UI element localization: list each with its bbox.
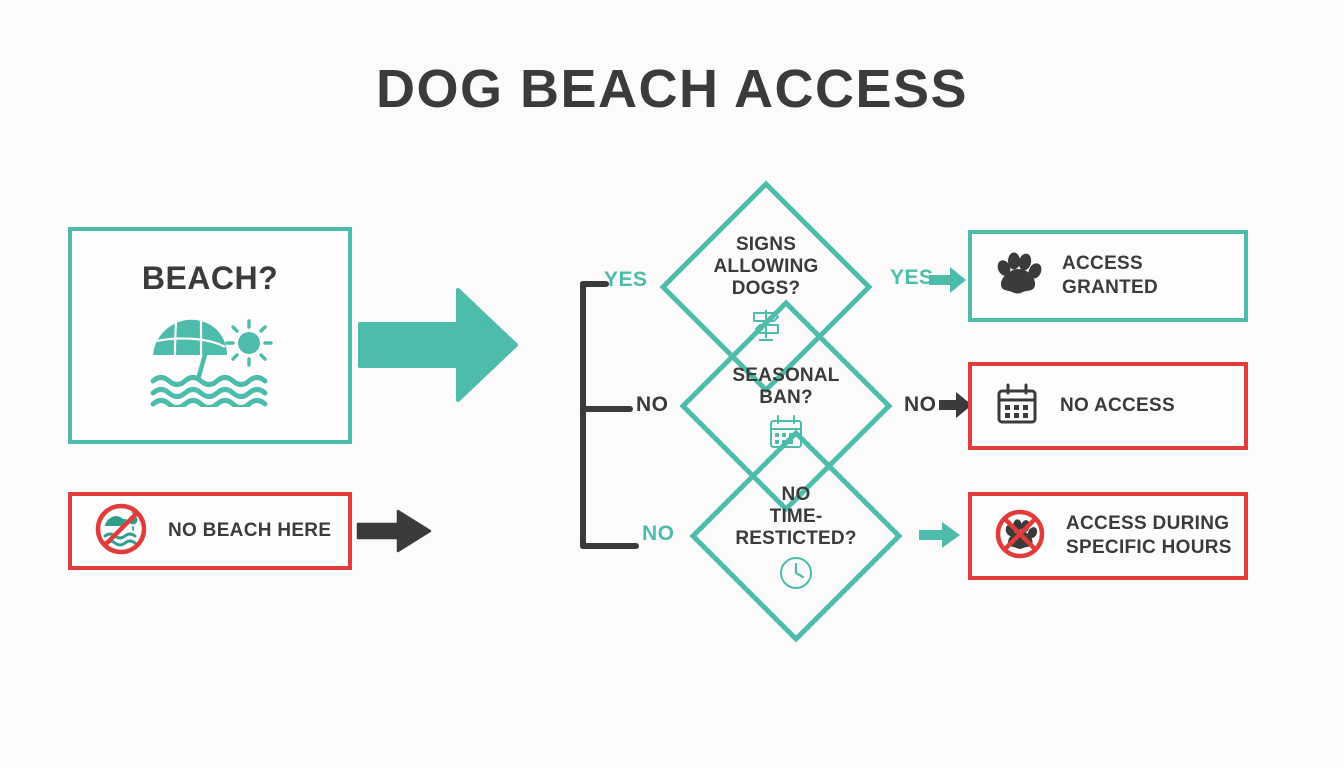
- branch-label-right-no: NO: [904, 393, 937, 416]
- no-paw-prohibited-icon: [994, 508, 1046, 565]
- branch-label-left-no-2: NO: [642, 522, 675, 545]
- decision-label: NO TIME- RESTICTED?: [735, 483, 857, 550]
- beach-umbrella-sun-waves-icon: [145, 311, 275, 412]
- page-title: DOG BEACH ACCESS: [375, 59, 969, 119]
- decision-label: SEASONAL BAN?: [732, 364, 840, 408]
- no-beach-flow-arrow-icon: [356, 508, 432, 554]
- arrow-to-no-access-icon: [938, 390, 974, 420]
- outcome-label: ACCESS DURING SPECIFIC HOURS: [1066, 513, 1232, 558]
- diamond-outline: [688, 428, 904, 644]
- diamond-outline: [658, 179, 874, 395]
- branch-label-left-yes: YES: [604, 268, 648, 291]
- diamond-outline: [678, 298, 894, 514]
- no-beach-prohibited-icon: [94, 502, 148, 561]
- arrow-to-specific-hours-icon: [918, 520, 962, 550]
- decision-no-time-restricted[interactable]: NO TIME- RESTICTED?: [688, 428, 904, 644]
- arrow-to-access-granted-icon: [928, 265, 968, 295]
- outcome-no-access-box[interactable]: NO ACCESS: [968, 362, 1248, 450]
- beach-question-label: BEACH?: [141, 259, 279, 296]
- branch-label-left-no: NO: [636, 393, 669, 416]
- outcome-access-granted-box[interactable]: ACCESS GRANTED: [968, 230, 1248, 322]
- calendar-icon: [994, 381, 1040, 432]
- no-beach-here-label: NO BEACH HERE: [168, 520, 332, 542]
- decision-label: SIGNS ALLOWING DOGS?: [713, 233, 819, 300]
- branch-connector-line: [578, 276, 668, 559]
- outcome-label: ACCESS GRANTED: [1062, 253, 1159, 298]
- main-flow-arrow-icon: [358, 284, 520, 406]
- branch-label-right-yes: YES: [890, 266, 934, 289]
- decision-seasonal-ban[interactable]: SEASONAL BAN?: [678, 298, 894, 514]
- no-beach-here-box[interactable]: NO BEACH HERE: [68, 492, 352, 570]
- beach-question-box[interactable]: BEACH?: [68, 227, 352, 444]
- outcome-label: NO ACCESS: [1060, 395, 1175, 417]
- clock-icon: [777, 554, 815, 592]
- paw-print-icon: [994, 252, 1042, 301]
- outcome-specific-hours-box[interactable]: ACCESS DURING SPECIFIC HOURS: [968, 492, 1248, 580]
